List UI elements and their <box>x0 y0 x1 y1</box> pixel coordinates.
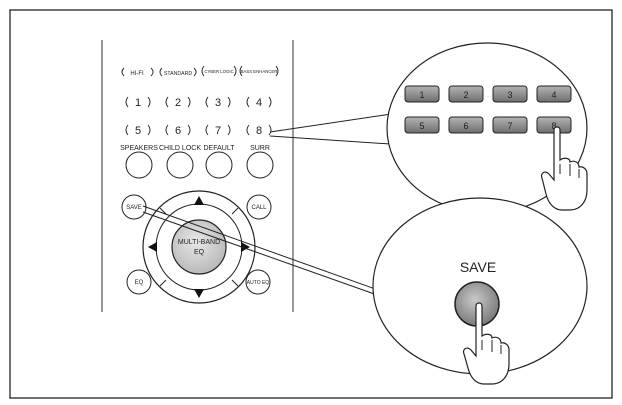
callout-key-4[interactable] <box>536 85 572 103</box>
digit-button-3[interactable]: 3 <box>205 96 231 109</box>
call-button[interactable] <box>246 194 272 220</box>
digit-buttons-row1: 1 2 3 4 <box>125 96 272 109</box>
arrow-up-icon[interactable] <box>194 196 204 205</box>
mode-label-hifi: HI-FI <box>130 71 144 77</box>
digit-label-7: 7 <box>215 125 221 137</box>
call-button-label: CALL <box>251 205 267 211</box>
callout-key-label-8: 8 <box>551 121 556 131</box>
digit-label-3: 3 <box>215 97 221 109</box>
child-lock-label: CHILD LOCK <box>159 145 201 152</box>
mode-label-standard: STANDARD <box>164 71 192 77</box>
digit-label-6: 6 <box>175 125 181 137</box>
digit-label-8: 8 <box>256 125 262 137</box>
hand-pointer-icon <box>540 126 588 211</box>
digit-label-2: 2 <box>175 97 181 109</box>
top-callout: 1 2 3 4 5 6 7 8 <box>386 42 588 214</box>
callout-key-label-7: 7 <box>507 121 512 131</box>
mode-button-standard[interactable]: STANDARD <box>159 67 197 77</box>
speakers-button[interactable] <box>125 151 153 179</box>
function-buttons-row: SPEAKERS CHILD LOCK DEFAULT SURR <box>120 145 274 179</box>
digit-button-4[interactable]: 4 <box>246 96 272 109</box>
bottom-callout: SAVE <box>372 197 588 385</box>
callout-key-label-2: 2 <box>463 90 468 100</box>
surr-button[interactable] <box>246 151 274 179</box>
hand-pointer-icon <box>462 302 510 385</box>
callout-key-5[interactable] <box>404 116 440 134</box>
surr-label: SURR <box>250 145 270 152</box>
mode-button-cyber-logic[interactable]: CYBER LOGIC <box>201 65 237 77</box>
callout-save-label: SAVE <box>460 259 496 275</box>
callout-leaders <box>142 111 406 297</box>
digit-button-6[interactable]: 6 <box>165 124 191 137</box>
mode-button-hifi[interactable]: HI-FI <box>121 67 154 77</box>
child-lock-button[interactable] <box>166 151 194 179</box>
callout-key-label-3: 3 <box>507 90 512 100</box>
top-callout-leader-2 <box>269 135 406 146</box>
callout-key-3[interactable] <box>492 85 528 103</box>
callout-key-label-6: 6 <box>463 121 468 131</box>
auto-eq-button-label: AUTO EQ <box>247 280 270 286</box>
eq-button-label: EQ <box>135 280 144 286</box>
callout-key-label-4: 4 <box>551 90 556 100</box>
digit-label-5: 5 <box>135 125 141 137</box>
arrow-down-icon[interactable] <box>194 289 204 298</box>
mode-label-cyber-logic: CYBER LOGIC <box>204 69 233 74</box>
callout-keypad: 1 2 3 4 5 6 7 8 <box>404 85 572 134</box>
multi-eq-label-line1: MULTI-BAND <box>178 239 220 246</box>
arrow-right-icon[interactable] <box>241 242 250 252</box>
callout-key-6[interactable] <box>448 116 484 134</box>
mode-button-bass-enhancer[interactable]: BASS ENHANCER <box>239 65 279 77</box>
corner-buttons: SAVE CALL EQ AUTO EQ <box>121 194 272 295</box>
default-button[interactable] <box>205 151 233 179</box>
digit-button-8[interactable]: 8 <box>246 124 272 137</box>
callout-key-label-5: 5 <box>419 121 424 131</box>
digit-button-5[interactable]: 5 <box>125 124 151 137</box>
top-callout-leader-1 <box>269 111 406 133</box>
multi-eq-label-line2: EQ <box>194 249 205 256</box>
eq-button[interactable] <box>126 269 152 295</box>
callout-key-2[interactable] <box>448 85 484 103</box>
multi-eq-button[interactable] <box>171 219 227 275</box>
callout-key-1[interactable] <box>404 85 440 103</box>
auto-eq-button[interactable] <box>245 269 271 295</box>
digit-button-1[interactable]: 1 <box>125 96 151 109</box>
digit-label-4: 4 <box>256 97 262 109</box>
diagram-frame <box>9 9 613 399</box>
callout-key-7[interactable] <box>492 116 528 134</box>
speakers-label: SPEAKERS <box>120 145 158 152</box>
mode-label-bass-enhancer: BASS ENHANCER <box>241 69 278 74</box>
bottom-callout-leader-1 <box>142 205 396 297</box>
save-button-label: SAVE <box>126 205 142 211</box>
callout-key-label-1: 1 <box>419 90 424 100</box>
direction-pad: MULTI-BAND EQ <box>142 190 256 304</box>
digit-button-7[interactable]: 7 <box>205 124 231 137</box>
digit-button-2[interactable]: 2 <box>165 96 191 109</box>
bottom-callout-leader-2 <box>142 211 381 297</box>
digit-buttons-row2: 5 6 7 8 <box>125 124 272 137</box>
arrow-left-icon[interactable] <box>148 242 157 252</box>
default-label: DEFAULT <box>204 145 236 152</box>
digit-label-1: 1 <box>135 97 141 109</box>
mode-buttons-row: HI-FI STANDARD CYBER LOGIC BASS ENHANCER <box>121 65 279 77</box>
